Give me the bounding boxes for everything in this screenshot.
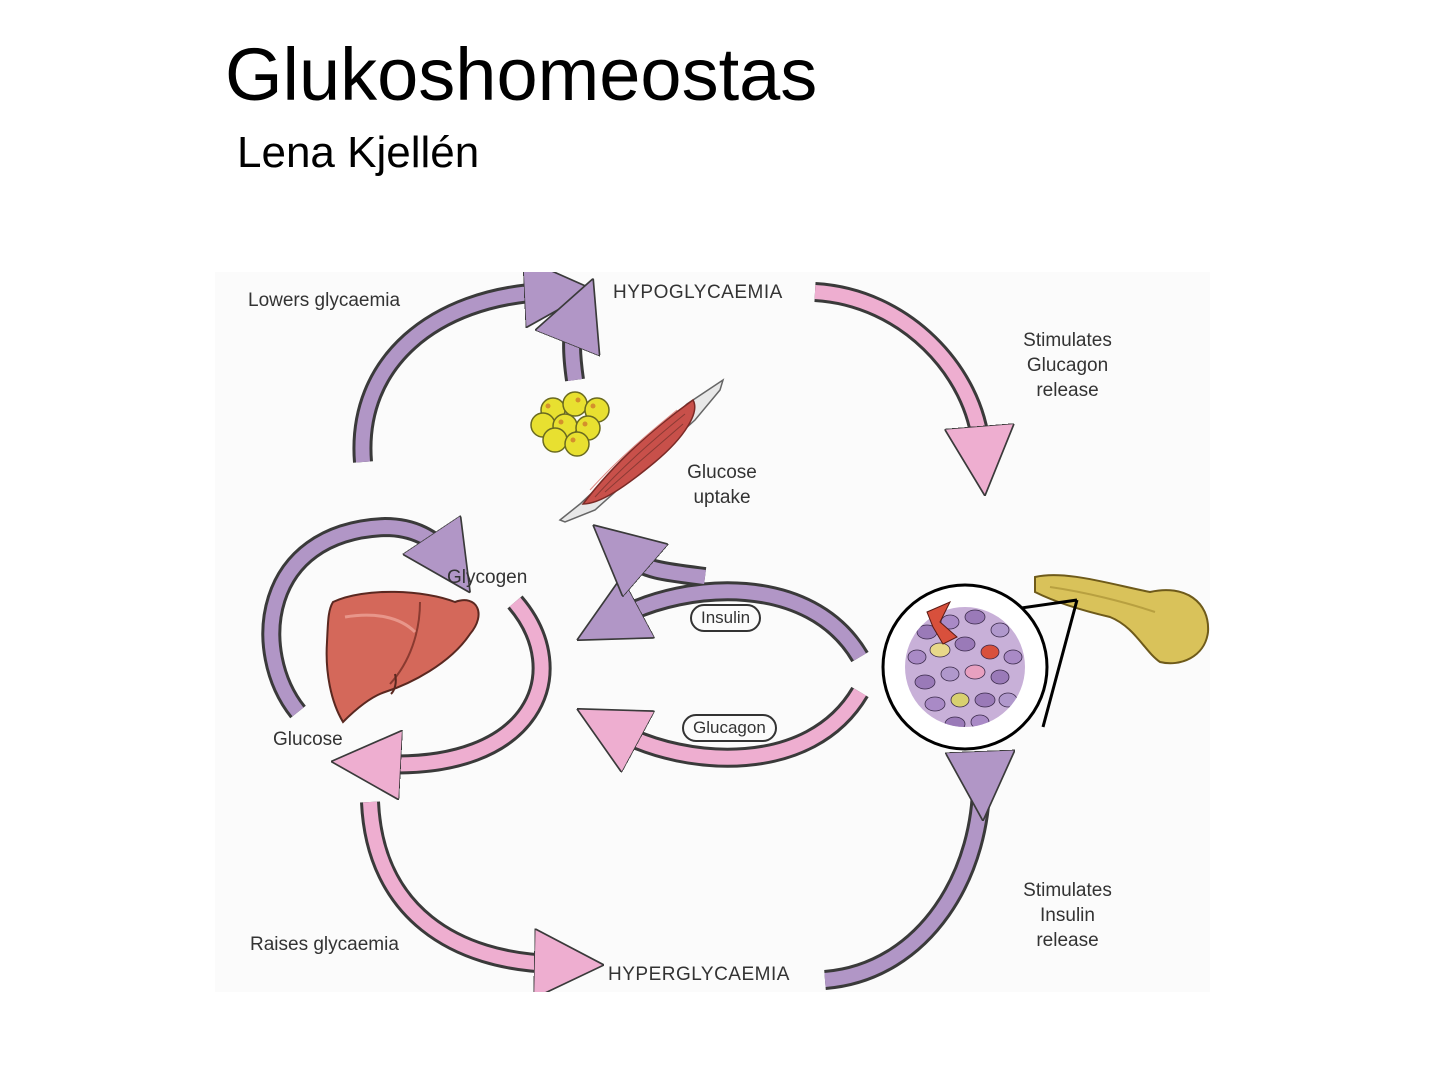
label-glucose: Glucose — [273, 729, 343, 750]
muscle-icon — [558, 378, 725, 523]
glucose-homeostasis-diagram: HYPOGLYCAEMIA HYPERGLYCAEMIA Lowers glyc… — [215, 272, 1210, 992]
arrow-insulin-to-liver — [620, 591, 867, 661]
fat-cells-icon — [530, 391, 610, 457]
label-hypoglycaemia: HYPOGLYCAEMIA — [613, 282, 783, 303]
arrow-tissue-up — [572, 324, 575, 381]
arrow-insulin-to-muscle — [630, 557, 706, 577]
label-glucose-uptake: Glucose uptake — [687, 462, 757, 508]
label-raises-glycaemia: Raises glycaemia — [250, 934, 399, 955]
arrow-glycogen-to-glucose — [380, 597, 549, 764]
label-insulin: Insulin — [690, 604, 762, 632]
arrow-lowers-glycaemia — [355, 292, 545, 463]
arrow-stimulates-glucagon — [814, 285, 981, 447]
label-glucagon: Glucagon — [682, 714, 777, 742]
label-hyperglycaemia: HYPERGLYCAEMIA — [608, 964, 790, 985]
arrow-glucose-to-glycogen — [264, 527, 443, 717]
slide-title: Glukoshomeostas — [225, 33, 818, 116]
label-stimulates-insulin-release: Stimulates Insulin release — [1023, 880, 1112, 951]
liver-icon — [325, 590, 480, 724]
arrow-raises-glycaemia — [363, 801, 555, 964]
pancreas-icon — [1034, 574, 1210, 665]
islet-magnified-icon — [881, 583, 1049, 751]
label-lowers-glycaemia: Lowers glycaemia — [248, 290, 401, 311]
slide-subtitle: Lena Kjellén — [237, 128, 480, 177]
arrow-glucagon-to-liver — [620, 688, 867, 758]
label-glycogen: Glycogen — [447, 567, 528, 588]
label-stimulates-glucagon-release: Stimulates Glucagon release — [1023, 330, 1112, 401]
arrow-stimulates-insulin — [824, 772, 981, 987]
